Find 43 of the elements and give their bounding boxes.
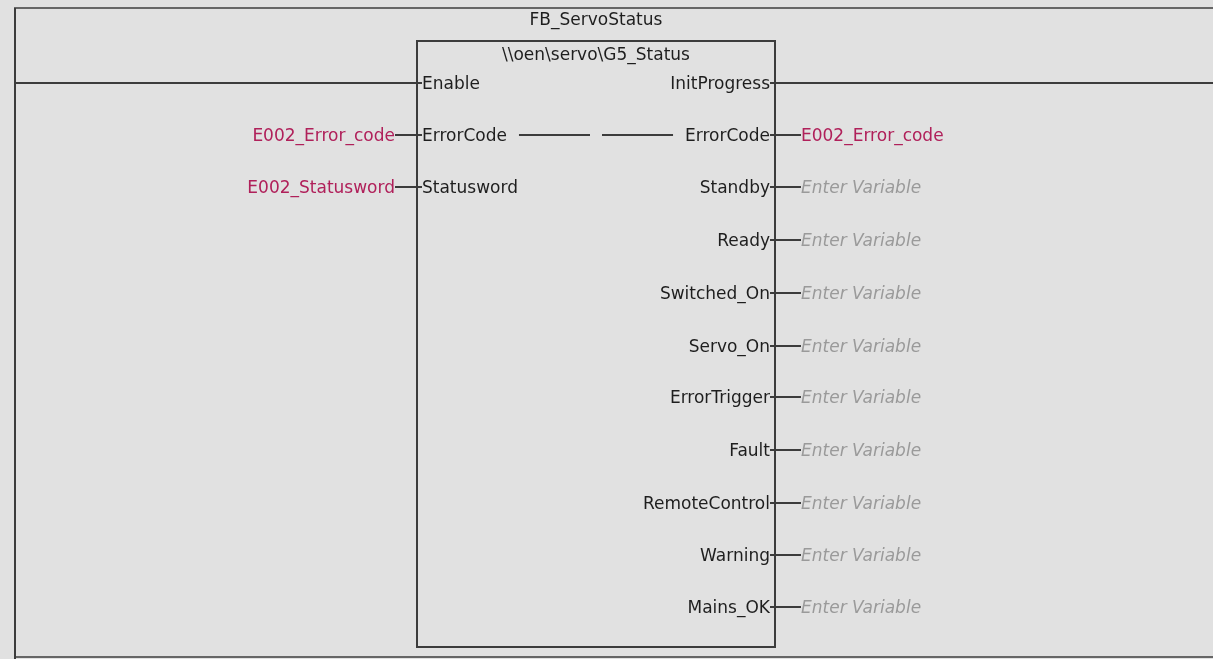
wire [769,82,1213,84]
wire [769,396,802,398]
wire [769,134,802,136]
instance-name: \\oen\servo\G5_Status [501,43,691,65]
variable-input-field: Enter Variable [801,229,922,251]
wire [769,292,802,294]
wire [769,239,802,241]
pin-label: Warning [700,544,770,566]
pin-label: Statusword [422,176,518,198]
pin-label: ErrorCode [422,124,507,146]
variable-name: E002_Error_code [801,124,944,146]
wire [769,186,802,188]
variable-input-field: Enter Variable [801,492,922,514]
pin-label: Mains_OK [687,596,770,618]
variable-name: E002_Statusword [247,176,395,198]
variable-input-field: Enter Variable [801,386,922,408]
variable-input-field: Enter Variable [801,176,922,198]
pin-label: ErrorTrigger [669,386,770,408]
variable-name: E002_Error_code [252,124,395,146]
wire [517,134,675,136]
pin-label: Fault [729,439,770,461]
variable-input-field: Enter Variable [801,596,922,618]
wire [769,449,802,451]
pin-label: Standby [699,176,770,198]
block-type-name: FB_ServoStatus [528,8,664,30]
wire [15,82,423,84]
variable-input-field: Enter Variable [801,544,922,566]
pin-label: Enable [422,72,480,94]
pin-label: Ready [717,229,770,251]
pin-label: RemoteControl [642,492,770,514]
variable-input-field: Enter Variable [801,439,922,461]
pin-label: Servo_On [688,335,770,357]
pin-label: Switched_On [659,282,770,304]
pin-label: InitProgress [670,72,770,94]
wire [769,606,802,608]
wire [394,134,423,136]
variable-input-field: Enter Variable [801,335,922,357]
variable-input-field: Enter Variable [801,282,922,304]
wire [394,186,423,188]
wire [769,554,802,556]
pin-label: ErrorCode [685,124,770,146]
wire [769,345,802,347]
wire [769,502,802,504]
